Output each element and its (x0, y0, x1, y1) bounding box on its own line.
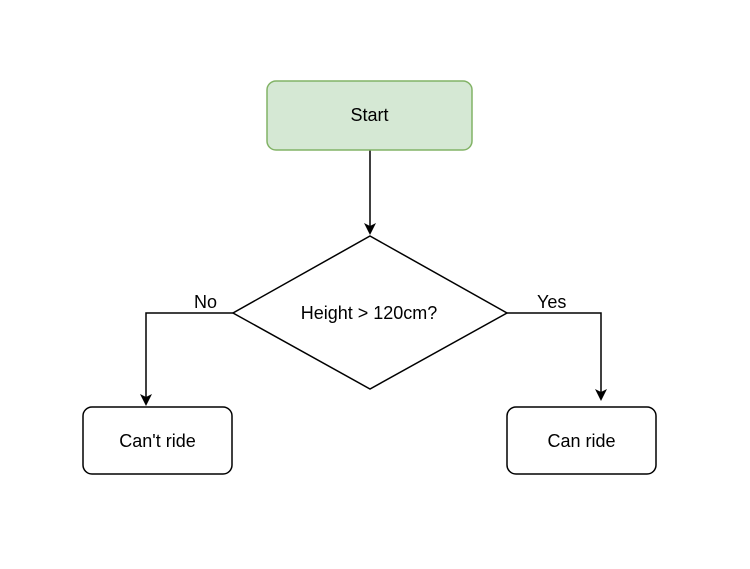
edge-decision-to-can-ride (507, 312, 607, 401)
edge-label-no: No (194, 292, 217, 312)
node-start: Start (266, 80, 473, 151)
edge-label-yes: Yes (537, 292, 566, 312)
node-cant-ride-label: Can't ride (119, 431, 195, 451)
node-can-ride-label: Can ride (547, 431, 615, 451)
node-cant-ride-shape (82, 406, 233, 475)
node-can-ride: Can ride (506, 406, 657, 475)
edge-decision-to-cant-ride (140, 312, 233, 406)
node-decision-shape (231, 235, 509, 390)
node-start-shape (266, 80, 473, 151)
node-start-label: Start (350, 105, 388, 125)
node-decision-label: Height > 120cm? (301, 303, 438, 323)
edges (140, 150, 607, 406)
node-decision: Height > 120cm? (231, 235, 509, 390)
node-can-ride-shape (506, 406, 657, 475)
node-cant-ride: Can't ride (82, 406, 233, 475)
